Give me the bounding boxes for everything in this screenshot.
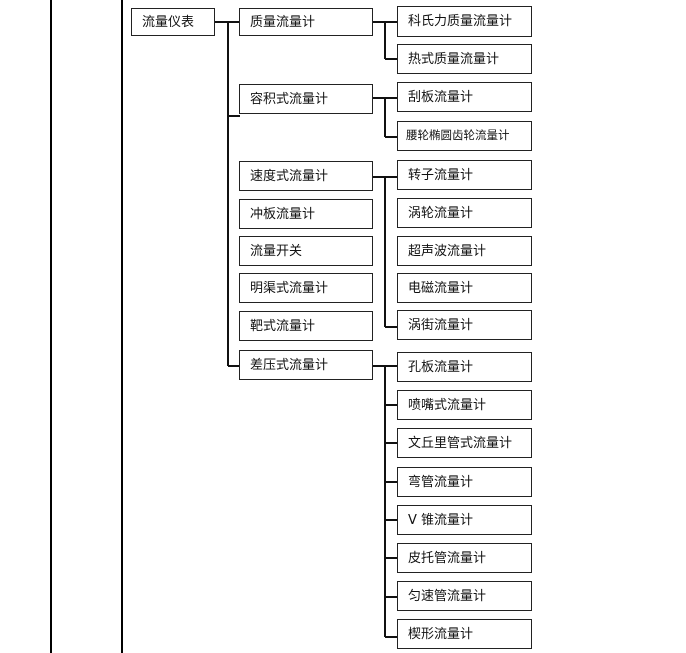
node-thermal-mass-flowmeter: 热式质量流量计 bbox=[397, 44, 532, 74]
node-turbine-flowmeter: 涡轮流量计 bbox=[397, 198, 532, 228]
node-orifice-flowmeter: 孔板流量计 bbox=[397, 352, 532, 382]
node-averaging-tube-flowmeter: 匀速管流量计 bbox=[397, 581, 532, 611]
node-venturi-flowmeter: 文丘里管式流量计 bbox=[397, 428, 532, 458]
node-impact-plate-flowmeter: 冲板流量计 bbox=[239, 199, 373, 229]
node-differential-pressure-flowmeter: 差压式流量计 bbox=[239, 350, 373, 380]
node-oval-gear-flowmeter: 腰轮椭圆齿轮流量计 bbox=[397, 121, 532, 151]
node-mass-flowmeter: 质量流量计 bbox=[239, 8, 373, 36]
node-root: 流量仪表 bbox=[131, 8, 215, 36]
node-coriolis-flowmeter: 科氏力质量流量计 bbox=[397, 6, 532, 37]
node-velocity-flowmeter: 速度式流量计 bbox=[239, 161, 373, 191]
node-electromagnetic-flowmeter: 电磁流量计 bbox=[397, 273, 532, 303]
node-elbow-flowmeter: 弯管流量计 bbox=[397, 467, 532, 497]
node-ultrasonic-flowmeter: 超声波流量计 bbox=[397, 236, 532, 266]
node-v-cone-flowmeter: V 锥流量计 bbox=[397, 505, 532, 535]
node-open-channel-flowmeter: 明渠式流量计 bbox=[239, 273, 373, 303]
column-divider-line bbox=[121, 0, 123, 653]
node-vortex-flowmeter: 涡街流量计 bbox=[397, 310, 532, 340]
node-scraper-flowmeter: 刮板流量计 bbox=[397, 82, 532, 112]
node-nozzle-flowmeter: 喷嘴式流量计 bbox=[397, 390, 532, 420]
node-pitot-tube-flowmeter: 皮托管流量计 bbox=[397, 543, 532, 573]
node-wedge-flowmeter: 楔形流量计 bbox=[397, 619, 532, 649]
left-border-line bbox=[50, 0, 52, 653]
node-rotameter: 转子流量计 bbox=[397, 160, 532, 190]
node-flow-switch: 流量开关 bbox=[239, 236, 373, 266]
node-volumetric-flowmeter: 容积式流量计 bbox=[239, 84, 373, 114]
node-target-flowmeter: 靶式流量计 bbox=[239, 311, 373, 341]
